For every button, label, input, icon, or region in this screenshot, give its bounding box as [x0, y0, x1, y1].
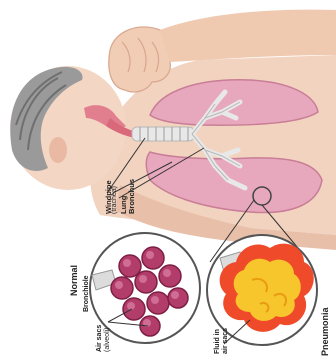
label-fluid: Fluid in [214, 329, 221, 354]
alveolus [142, 247, 164, 269]
alveolus [168, 288, 188, 308]
label-air-sacs: Air sacs [96, 325, 103, 352]
label-air-sacs-sub: (alveoli) [104, 327, 111, 352]
alveolus [135, 271, 157, 293]
label-bronchus: Bronchus [127, 179, 136, 214]
forearm [160, 10, 336, 62]
label-windpipe-sub: (trachea) [111, 186, 118, 214]
alveolus [123, 298, 145, 320]
alveolus [159, 265, 181, 287]
label-normal: Normal [69, 265, 79, 296]
label-bronchiole: Bronchiole [83, 275, 90, 312]
trachea [132, 127, 194, 141]
alveolus [111, 277, 133, 299]
label-pneumonia: Pneumonia [320, 307, 330, 356]
label-fluid-sub: air sacs [222, 328, 229, 354]
ear [49, 137, 67, 163]
alveolus [147, 292, 169, 314]
